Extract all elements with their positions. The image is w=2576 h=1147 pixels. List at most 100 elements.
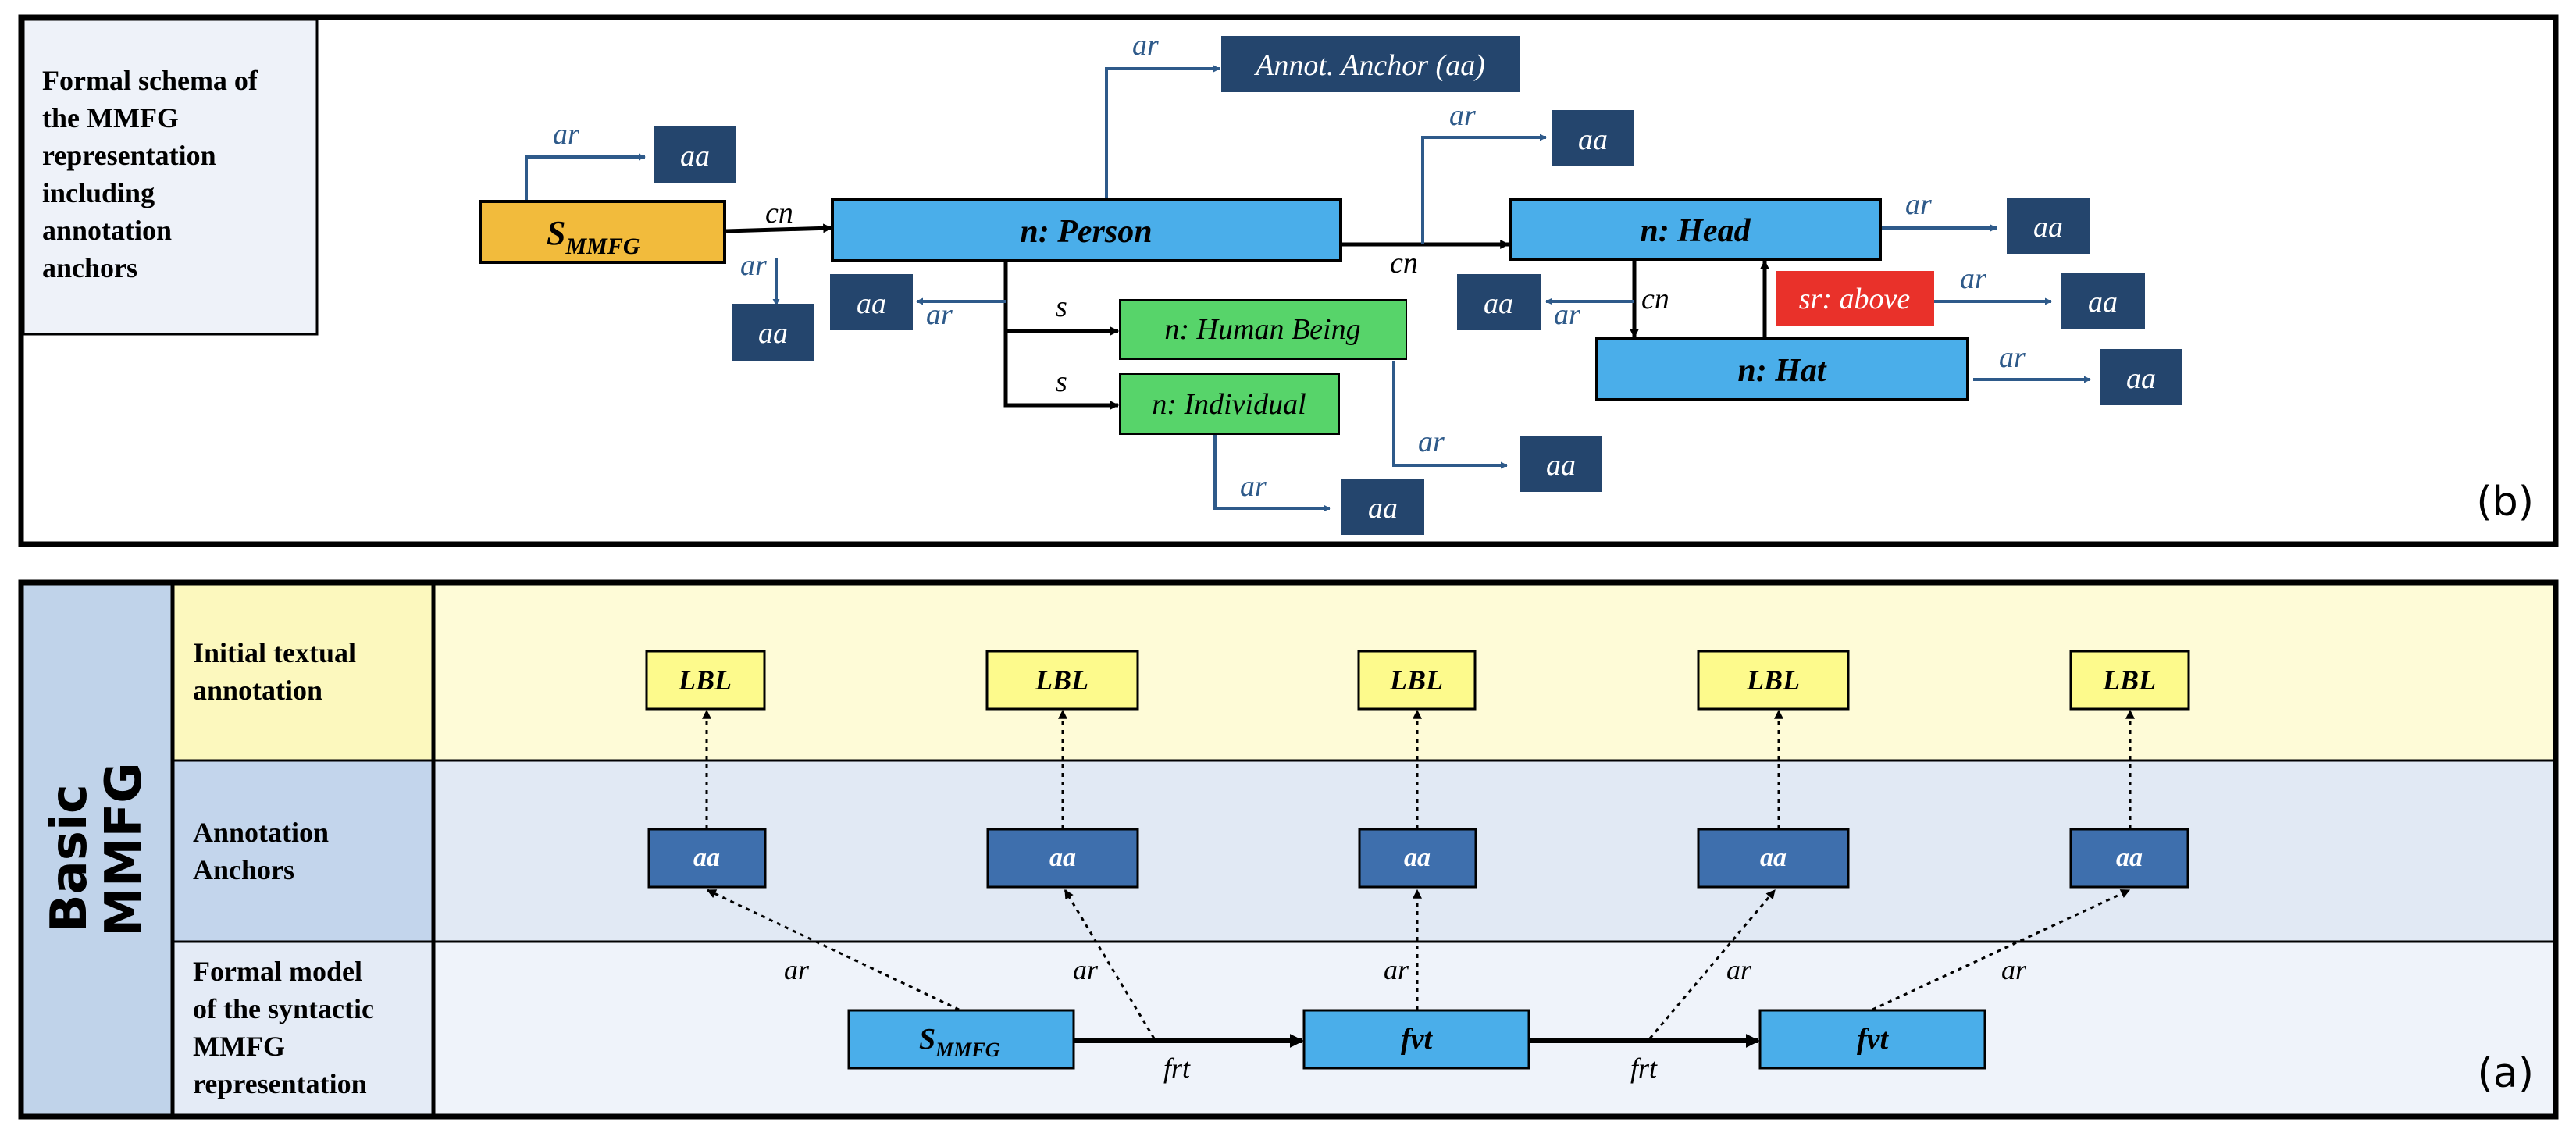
lbl-row: LBL LBL LBL LBL LBL bbox=[645, 650, 2190, 711]
row-label-formal: Formal model of the syntactic MMFG repre… bbox=[193, 956, 381, 1099]
aa-label-3: aa bbox=[857, 287, 886, 320]
row-bg-lbl bbox=[433, 582, 2553, 761]
lbl-text-5: LBL bbox=[2102, 664, 2156, 696]
node-annot-anchor-label: Annot. Anchor (aa) bbox=[1253, 49, 1485, 82]
ar-label-1: ar bbox=[553, 118, 579, 151]
ar-label-8: ar bbox=[1960, 262, 1986, 295]
panel-b-caption: Formal schema of the MMFG representation… bbox=[22, 18, 319, 336]
smmfg-sub: MMFG bbox=[565, 233, 640, 259]
lbl-box-1 bbox=[645, 650, 766, 711]
aa-box-5 bbox=[1457, 274, 1541, 330]
side-title-bg bbox=[21, 582, 173, 1117]
aa-label-2: aa bbox=[758, 317, 788, 350]
ar-person-top bbox=[1105, 65, 1220, 199]
aa-anchor-text-2: aa bbox=[1049, 843, 1076, 872]
ar-label-5: ar bbox=[1449, 99, 1476, 132]
aa-box-10 bbox=[1341, 479, 1424, 535]
aa-box-8 bbox=[2100, 349, 2182, 405]
ar-edges bbox=[525, 65, 2091, 512]
formal-smmfg-box bbox=[847, 1009, 1075, 1070]
node-hat: n: Hat bbox=[1595, 337, 1969, 401]
node-human-being-box bbox=[1119, 299, 1407, 360]
aa-anchor-text-5: aa bbox=[2116, 843, 2143, 872]
svg-text:SMMFG: SMMFG bbox=[547, 214, 640, 259]
aa-box-2 bbox=[732, 304, 814, 361]
a-ar-label-1: ar bbox=[784, 954, 810, 985]
aa-anchor-1 bbox=[647, 828, 767, 889]
aa-label-8: aa bbox=[2126, 362, 2156, 395]
node-head-box bbox=[1509, 198, 1882, 261]
node-sr-above-box bbox=[1776, 271, 1934, 326]
lbl-box-5 bbox=[2069, 650, 2190, 711]
aa-box-9 bbox=[1520, 436, 1602, 492]
formal-fvt-box-1 bbox=[1302, 1009, 1530, 1070]
row-label-bg-1 bbox=[173, 582, 433, 761]
node-smmfg: SMMFG bbox=[479, 200, 726, 264]
row-label-lbl: Initial textual annotation bbox=[193, 637, 363, 706]
aa-label-10: aa bbox=[1368, 492, 1398, 525]
aa-boxes bbox=[654, 110, 2182, 535]
structural-edges bbox=[725, 223, 1769, 410]
ar-individual bbox=[1213, 434, 1331, 512]
node-head: n: Head bbox=[1509, 198, 1882, 261]
node-sr-above-label: sr: above bbox=[1799, 283, 1911, 315]
ar-label-11: ar bbox=[1240, 470, 1267, 503]
formal-fvt-label-2: fvt bbox=[1857, 1023, 1890, 1056]
node-annot-anchor: Annot. Anchor (aa) bbox=[1221, 36, 1520, 92]
aa-anchor-4 bbox=[1697, 828, 1850, 889]
row-label-anchors: Annotation Anchors bbox=[193, 817, 336, 885]
row-label-bg-2 bbox=[173, 761, 433, 942]
ar-smmfg-top bbox=[525, 153, 646, 201]
aa-row: aa aa aa aa aa bbox=[647, 828, 2189, 889]
s-label-2: s bbox=[1056, 365, 1067, 398]
cn-label-1: cn bbox=[765, 197, 793, 230]
cn-label-2: cn bbox=[1390, 247, 1418, 280]
node-hat-label: n: Hat bbox=[1737, 353, 1827, 389]
node-person-box bbox=[831, 198, 1342, 262]
side-title: Basic MMFG bbox=[41, 762, 153, 937]
ar-head-top bbox=[1421, 134, 1547, 244]
aa-anchor-text-3: aa bbox=[1404, 843, 1431, 872]
ar-label-2: ar bbox=[740, 249, 767, 282]
aa-to-lbl-edges bbox=[702, 709, 2135, 828]
panel-b-corner-label: (b) bbox=[2476, 479, 2534, 525]
aa-box-7 bbox=[2061, 273, 2145, 329]
panel-a-corner-label: (a) bbox=[2478, 1050, 2534, 1097]
row-labels: Initial textual annotation Annotation An… bbox=[193, 637, 381, 1099]
ar-humanbeing bbox=[1392, 361, 1508, 469]
aa-box-6 bbox=[2007, 198, 2090, 254]
aa-box-3 bbox=[830, 274, 913, 330]
panel-a-grid bbox=[170, 582, 2553, 1117]
ar-label-7: ar bbox=[1554, 298, 1580, 331]
formal-row: SMMFG fvt fvt bbox=[847, 1009, 1986, 1070]
lbl-text-3: LBL bbox=[1389, 664, 1443, 696]
panel-b-frame bbox=[18, 14, 2559, 547]
ar-label-3: ar bbox=[1132, 29, 1159, 62]
lbl-box-3 bbox=[1357, 650, 1477, 711]
lbl-text-4: LBL bbox=[1746, 664, 1800, 696]
node-annot-anchor-box bbox=[1221, 36, 1520, 92]
node-individual: n: Individual bbox=[1119, 373, 1340, 435]
aa-labels: aa aa aa aa aa aa aa aa aa aa bbox=[680, 123, 2156, 525]
a-frt-label-1: frt bbox=[1163, 1053, 1191, 1084]
structural-labels: cn cn cn s s bbox=[765, 197, 1669, 398]
node-sr-above: sr: above bbox=[1776, 271, 1934, 326]
edge-person-individual bbox=[1003, 331, 1120, 410]
node-hat-box bbox=[1595, 337, 1969, 401]
aa-anchor-2 bbox=[986, 828, 1139, 889]
formal-smmfg-label: SMMFG bbox=[919, 1023, 1000, 1061]
aa-label-7: aa bbox=[2088, 286, 2118, 319]
node-person-label: n: Person bbox=[1020, 214, 1152, 250]
s-label-1: s bbox=[1056, 290, 1067, 323]
ar-labels: ar ar ar ar ar ar ar ar ar ar ar bbox=[553, 29, 2026, 503]
panel-b: Formal schema of the MMFG representation… bbox=[18, 14, 2559, 547]
aa-label-9: aa bbox=[1546, 449, 1576, 482]
edge-smmfg-person bbox=[725, 223, 833, 233]
a-ar-label-3: ar bbox=[1384, 954, 1409, 985]
aa-box-4 bbox=[1552, 110, 1634, 166]
ar-label-6: ar bbox=[1905, 188, 1932, 221]
smmfg-main: S bbox=[547, 214, 565, 252]
node-person: n: Person bbox=[831, 198, 1342, 262]
side-title-line-2: MMFG bbox=[95, 762, 153, 937]
aa-label-1: aa bbox=[680, 140, 710, 173]
